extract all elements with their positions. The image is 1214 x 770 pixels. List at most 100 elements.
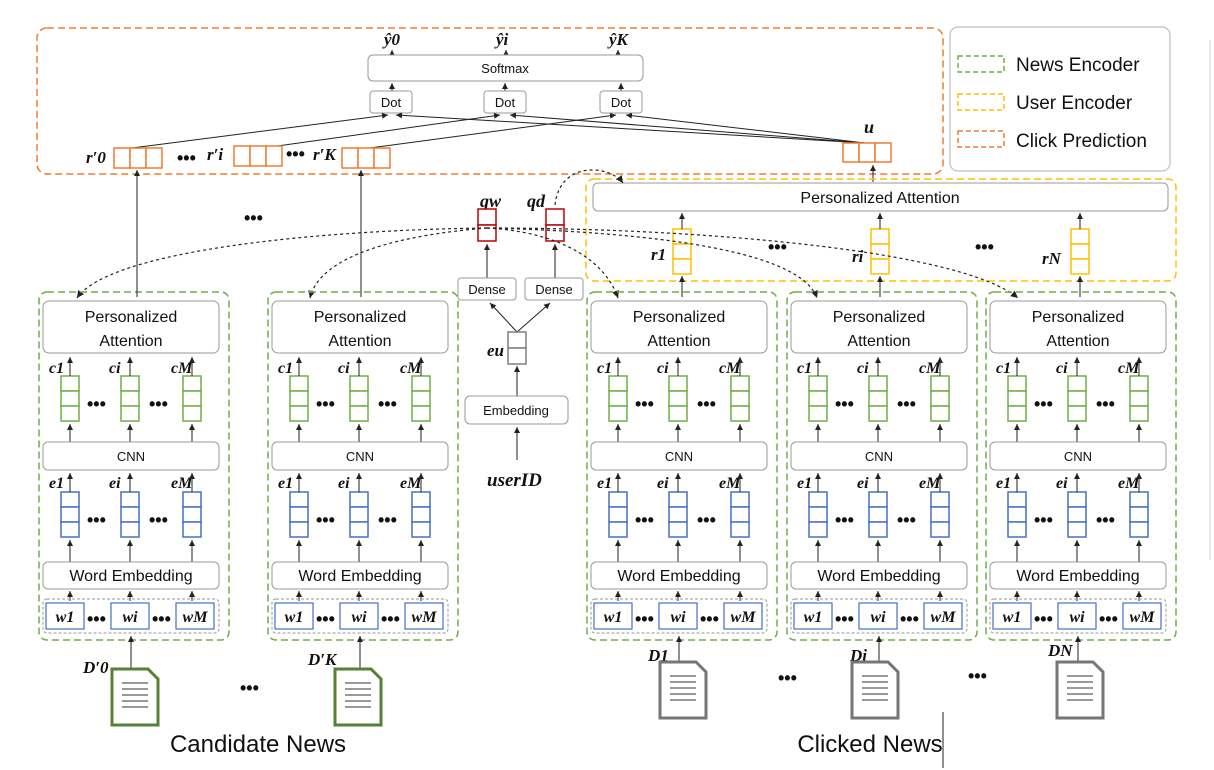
dense-box-d [524,277,584,301]
legend-label-user-encoder: User Encoder [1016,93,1133,114]
word-embedding-label: Word Embedding [298,568,421,585]
c-vector-cell [120,405,140,422]
c-vector-cell [1007,390,1027,407]
svg-text:•••: ••• [635,394,654,414]
user-embedding-box [464,395,569,425]
personalized-attention-box [790,300,968,354]
personalized-attention-box [989,300,1167,354]
eu-vector [507,331,527,365]
word-token-box [723,602,763,630]
news-encoder-2: PersonalizedAttentionc1e1cieicMeM•••••••… [586,291,778,668]
e-vector-cell [120,506,140,523]
doc-label-dk: D′K [307,650,338,669]
cnn-box [790,441,968,471]
c-vector-cell [60,390,80,407]
e-vector-cell [808,521,828,538]
candidate-repr-i [233,145,283,167]
c-label: ci [857,360,869,377]
svg-text:•••: ••• [697,394,716,414]
doc-label-d0: D′0 [82,658,109,677]
e-vector-cell [120,521,140,538]
svg-text:•••: ••• [87,394,106,414]
c-vector-cell [60,405,80,422]
e-vector-cell [289,506,309,523]
e-vector-cell [1067,506,1087,523]
word-sequence [790,598,968,634]
dot-box-i [483,90,527,114]
dot-label-k: Dot [611,95,632,110]
c-vector-cell [182,390,202,407]
attention-label-line1: Personalized [314,309,407,326]
word-sequence [590,598,768,634]
click-prediction-region [36,27,944,175]
c-vector-cell [60,375,80,392]
c-vector-cell [349,390,369,407]
c-vector-cell [868,390,888,407]
clicked-repr-label-n: rN [1042,249,1062,268]
e-vector-cell [608,491,628,508]
e-label: ei [657,475,669,492]
word-token-box [274,602,314,630]
c-vector-cell [868,405,888,422]
cnn-box [989,441,1167,471]
e-vector-cell [668,521,688,538]
c-vector-cell [608,375,628,392]
word-embedding-label: Word Embedding [1016,568,1139,585]
clicked-repr-i [870,228,890,275]
svg-text:•••: ••• [316,510,335,530]
c-vector-cell [930,375,950,392]
user-embedding-label: Embedding [483,403,549,418]
qd-vector [545,208,565,242]
c-label: ci [338,360,350,377]
e-vector-cell [60,506,80,523]
dot-label-i: Dot [495,95,516,110]
c-vector-cell [120,390,140,407]
attention-label-line1: Personalized [833,309,926,326]
dot-label-0: Dot [381,95,402,110]
word-token-box [1122,602,1162,630]
cnn-label: CNN [346,449,374,464]
svg-text:•••: ••• [244,208,263,228]
e-vector-cell [349,491,369,508]
word-sequence [989,598,1167,634]
document-icon [110,667,160,727]
e-vector-cell [808,491,828,508]
e-vector-cell [868,521,888,538]
documents [110,660,1105,727]
news-encoder-3: PersonalizedAttentionc1e1cieicMeM•••••••… [786,291,978,668]
c-vector-cell [930,405,950,422]
c-vector-cell [608,405,628,422]
e-vector-cell [411,521,431,538]
candidate-repr-0 [113,147,163,169]
e-label: ei [109,475,121,492]
e-label: ei [338,475,350,492]
e-vector-cell [349,521,369,538]
c-label: cM [171,360,193,377]
e-vector-cell [730,491,750,508]
legend-swatch-news-encoder [957,55,1005,73]
c-label: c1 [797,360,812,377]
svg-text:•••: ••• [697,510,716,530]
c-vector-cell [1067,390,1087,407]
news-encoder-4: PersonalizedAttentionc1e1cieicMeM•••••••… [985,291,1177,668]
svg-text:•••: ••• [700,609,719,629]
c-vector-cell [808,405,828,422]
word-embedding-label: Word Embedding [617,568,740,585]
c-vector-cell [730,390,750,407]
cnn-label: CNN [865,449,893,464]
e-label: ei [1056,475,1068,492]
e-vector-cell [668,491,688,508]
e-vector-cell [608,521,628,538]
e-vector-cell [808,506,828,523]
legend-swatch-user-encoder [957,93,1005,111]
c-vector-cell [411,390,431,407]
e-vector-cell [868,491,888,508]
e-vector-cell [608,506,628,523]
e-vector-cell [930,506,950,523]
document-icon [658,660,708,720]
qw-vector [477,208,497,242]
word-token-label: wM [731,609,757,626]
word-token-label: wM [183,609,209,626]
c-label: c1 [278,360,293,377]
